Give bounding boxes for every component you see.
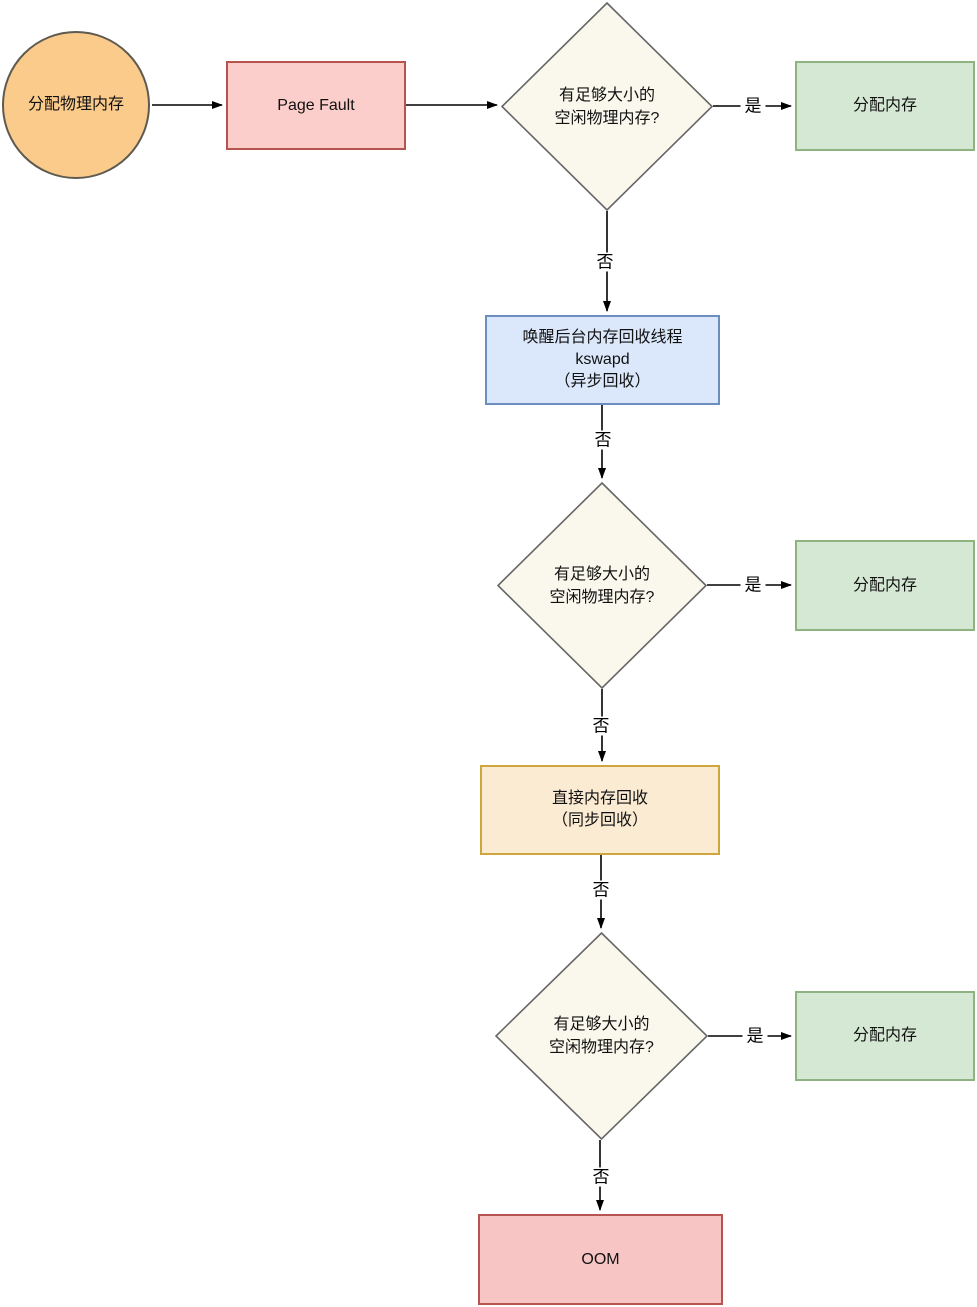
- diamond-shape: [497, 482, 707, 689]
- process-node-allocate-memory-3: 分配内存: [795, 991, 975, 1081]
- decision-2-line-2: 空闲物理内存?: [549, 588, 655, 606]
- allocate-memory-3-label: 分配内存: [852, 1027, 917, 1044]
- kswapd-line-1: 唤醒后台内存回收线程: [522, 329, 683, 346]
- edge-label-yes-3: 是: [742, 1026, 768, 1046]
- diamond-shape: [495, 932, 708, 1140]
- process-node-page-fault: Page Fault: [226, 61, 406, 150]
- edge-label-yes-1: 是: [740, 96, 766, 116]
- decision-3-line-2: 空闲物理内存?: [549, 1039, 654, 1056]
- terminal-node-oom: OOM: [478, 1214, 723, 1305]
- start-node-allocate-physical-memory: 分配物理内存: [2, 31, 150, 179]
- oom-label: OOM: [581, 1250, 620, 1268]
- decision-2-label: 有足够大小的 空闲物理内存?: [550, 563, 655, 609]
- diamond-shape: [501, 2, 713, 211]
- edge-label-no-1: 否: [592, 252, 618, 272]
- decision-1-line-2: 空闲物理内存?: [554, 109, 660, 127]
- process-node-allocate-memory-1: 分配内存: [795, 61, 975, 151]
- kswapd-line-2: kswapd: [575, 351, 630, 368]
- direct-reclaim-line-1: 直接内存回收: [551, 790, 648, 807]
- decision-node-enough-free-memory-2: 有足够大小的 空闲物理内存?: [497, 482, 707, 689]
- kswapd-line-3: （异步回收）: [554, 373, 651, 390]
- decision-node-enough-free-memory-1: 有足够大小的 空闲物理内存?: [501, 2, 713, 211]
- process-node-kswapd-async-reclaim: 唤醒后台内存回收线程 kswapd （异步回收）: [485, 315, 720, 405]
- decision-1-label: 有足够大小的 空闲物理内存?: [555, 84, 660, 130]
- direct-reclaim-line-2: （同步回收）: [551, 812, 648, 829]
- start-node-label: 分配物理内存: [27, 96, 124, 113]
- decision-1-line-1: 有足够大小的: [558, 86, 655, 104]
- allocate-memory-2-label: 分配内存: [852, 576, 917, 594]
- decision-3-line-1: 有足够大小的: [553, 1016, 650, 1033]
- decision-node-enough-free-memory-3: 有足够大小的 空闲物理内存?: [495, 932, 708, 1140]
- page-fault-label: Page Fault: [277, 96, 355, 114]
- process-node-allocate-memory-2: 分配内存: [795, 540, 975, 631]
- edge-label-yes-2: 是: [740, 575, 766, 595]
- process-node-direct-reclaim-sync: 直接内存回收 （同步回收）: [480, 765, 720, 855]
- edge-label-no-4: 否: [588, 880, 614, 900]
- decision-3-label: 有足够大小的 空闲物理内存?: [549, 1013, 654, 1059]
- edge-label-no-5: 否: [588, 1167, 614, 1187]
- edge-label-no-2: 否: [590, 430, 616, 450]
- edge-label-no-3: 否: [588, 716, 614, 736]
- allocate-memory-1-label: 分配内存: [852, 97, 917, 114]
- decision-2-line-1: 有足够大小的: [553, 565, 650, 583]
